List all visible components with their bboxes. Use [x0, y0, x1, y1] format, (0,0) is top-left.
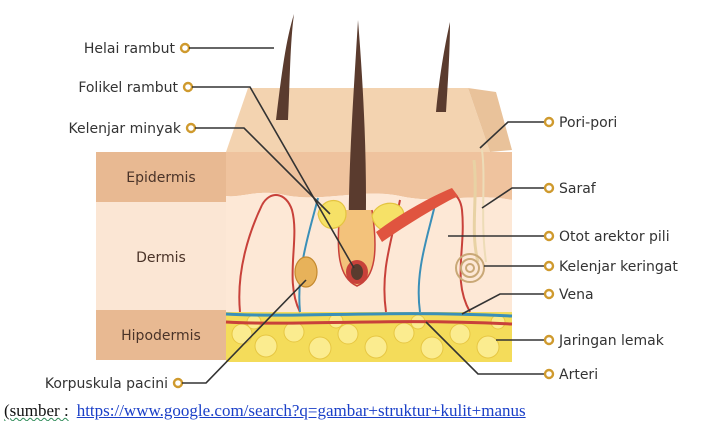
label-korpuskula-pacini: Korpuskula pacini [45, 376, 168, 392]
jaringan-lemak-dot [545, 336, 553, 344]
source-caption: (sumber : https://www.google.com/search?q… [4, 401, 702, 421]
pori-pori-dot [545, 118, 553, 126]
label-kelenjar-keringat: Kelenjar keringat [559, 259, 678, 275]
kelenjar-keringat-dot [545, 262, 553, 270]
label-folikel-rambut: Folikel rambut [78, 80, 178, 96]
helai-rambut-dot [181, 44, 189, 52]
hipodermis-label: Hipodermis [121, 328, 201, 344]
dermis-label: Dermis [136, 250, 186, 266]
label-helai-rambut: Helai rambut [84, 41, 176, 57]
source-prefix: (sumber : [4, 401, 69, 420]
kelenjar-minyak-dot [187, 124, 195, 132]
epidermis-label: Epidermis [126, 170, 195, 186]
korpuskula-pacini-dot [174, 379, 182, 387]
label-saraf: Saraf [559, 181, 597, 197]
label-kelenjar-minyak: Kelenjar minyak [68, 121, 181, 137]
label-otot-arektor-pili: Otot arektor pili [559, 229, 670, 245]
vena-dot [545, 290, 553, 298]
label-pori-pori: Pori-pori [559, 115, 617, 131]
source-url-link[interactable]: https://www.google.com/search?q=gambar+s… [77, 401, 526, 420]
label-vena: Vena [559, 287, 594, 303]
pacinian-corpuscle [295, 257, 317, 287]
otot-arektor-pili-dot [545, 232, 553, 240]
arteri-dot [545, 370, 553, 378]
label-arteri: Arteri [559, 367, 598, 383]
label-jaringan-lemak: Jaringan lemak [558, 333, 665, 349]
saraf-dot [545, 184, 553, 192]
folikel-rambut-dot [184, 83, 192, 91]
